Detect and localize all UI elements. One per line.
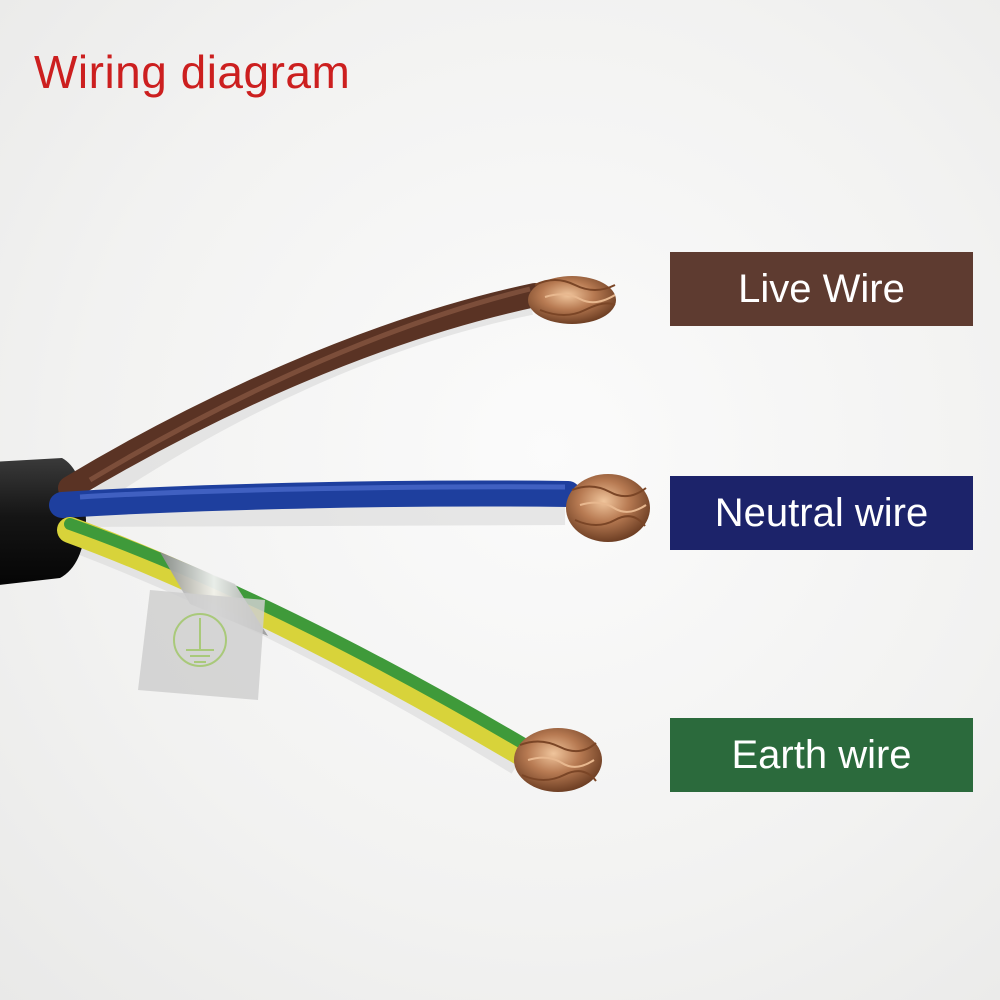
neutral-copper-strands (566, 474, 650, 542)
live-copper-strands (528, 276, 616, 324)
earth-wire-label: Earth wire (670, 718, 973, 792)
neutral-wire-highlight (79, 484, 566, 500)
earth-wire-yellow (57, 517, 533, 765)
neutral-wire (49, 480, 581, 518)
live-wire-label: Live Wire (670, 252, 973, 326)
page-title: Wiring diagram (34, 46, 351, 98)
earth-wire-green (64, 518, 530, 750)
live-wire-shadow (86, 285, 533, 503)
earth-tag (138, 590, 265, 700)
live-wire (58, 283, 547, 500)
earth-copper-strands (514, 728, 602, 792)
neutral-wire-label: Neutral wire (670, 476, 973, 550)
live-wire-highlight (88, 286, 531, 483)
